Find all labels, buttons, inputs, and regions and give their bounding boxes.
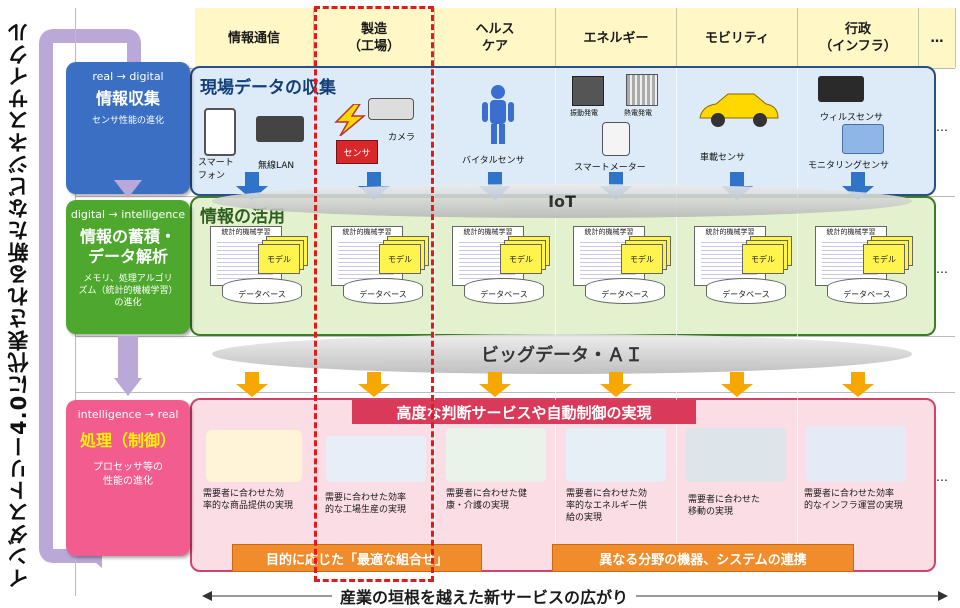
down-arrow — [842, 172, 874, 200]
sensor-label: バイタルセンサ — [462, 156, 525, 166]
use-band-title: 情報の活用 — [200, 207, 285, 227]
sensor-box: センサ — [336, 140, 378, 164]
model-box: 統計的機械学習 モデル データベース — [331, 226, 429, 308]
commerce-illustration — [206, 430, 302, 482]
sensor-label: ウィルスセンサ — [820, 113, 884, 123]
down-arrow — [600, 372, 632, 397]
virus-sensor-icon — [818, 76, 864, 102]
camera-icon — [368, 98, 414, 120]
traffic-illustration — [686, 428, 786, 482]
service-text: 需要者に合わせた効率 的なインフラ運営の実現 — [804, 489, 903, 511]
iot-ellipse: IoT — [212, 184, 912, 218]
phase-title: 処理（制御） — [79, 431, 176, 450]
service-text: 需要者に合わせた 移動の実現 — [688, 495, 761, 517]
more-ellipsis: … — [936, 470, 948, 484]
down-arrow — [114, 378, 142, 396]
optimal-combination-box: 目的に応じた「最適な組合せ」 — [232, 544, 482, 572]
collect-band-title: 現場データの収集 — [200, 78, 336, 98]
sensor-label: スマート フォン — [198, 158, 234, 181]
vibration-generator-icon — [572, 76, 604, 106]
down-arrow — [479, 372, 511, 397]
phase-desc: センサ性能の進化 — [91, 116, 164, 126]
sensor-label: 無線LAN — [258, 161, 295, 171]
col-header-government: 行政 （インフラ） — [798, 8, 919, 68]
analyze-phase-box: digital → intelligence 情報の蓄積・ データ解析 メモリ、… — [66, 200, 190, 334]
human-body-icon — [482, 85, 514, 144]
phase-label: digital → intelligence — [70, 208, 186, 221]
phase-label: real → digital — [92, 70, 164, 83]
service-text: 需要に合わせた効率 的な工場生産の実現 — [325, 493, 407, 515]
col-header-manufacturing: 製造 （工場） — [314, 8, 435, 68]
smartphone-icon — [204, 108, 236, 156]
model-box: 統計的機械学習 モデル データベース — [573, 226, 671, 308]
sensor-label: モニタリングセンサ — [808, 161, 890, 171]
energy-city-illustration — [566, 428, 666, 482]
col-header-healthcare: ヘルス ケア — [435, 8, 556, 68]
lightning-icon — [334, 104, 367, 136]
down-arrow — [842, 372, 874, 397]
down-arrow — [114, 180, 142, 198]
wireless-lan-icon — [256, 116, 304, 142]
sensor-label: 車載センサ — [700, 153, 746, 163]
realize-banner: 高度な判断サービスや自動制御の実現 — [352, 400, 696, 424]
col-header-energy: エネルギー — [556, 8, 677, 68]
model-box: 統計的機械学習 モデル データベース — [815, 226, 913, 308]
bottom-caption: 産業の垣根を越えた新サービスの広がり — [332, 584, 637, 607]
infrastructure-illustration — [806, 426, 906, 482]
more-ellipsis: … — [936, 262, 948, 276]
bigdata-ellipse: ビッグデータ・ＡＩ — [212, 334, 912, 374]
system-linkage-box: 異なる分野の機器、システムの連携 — [552, 544, 854, 572]
bigdata-label: ビッグデータ・ＡＩ — [481, 345, 643, 366]
model-box: 統計的機械学習 モデル データベース — [452, 226, 550, 308]
col-header-more: … — [919, 8, 956, 68]
car-icon — [699, 93, 779, 127]
sensor-label: 熱電発電 — [624, 109, 652, 117]
sensor-label: 振動発電 — [570, 109, 598, 117]
col-header-mobility: モビリティ — [677, 8, 798, 68]
down-arrow — [358, 372, 390, 397]
monitoring-sensor-icon — [842, 124, 884, 154]
process-phase-box: intelligence → real 処理（制御） プロセッサ等の 性能の進化 — [66, 400, 190, 556]
phase-title: 情報収集 — [95, 89, 160, 108]
sensor-label: スマートメーター — [574, 163, 646, 173]
service-text: 需要者に合わせた効 率的なエネルギー供 給の実現 — [566, 489, 648, 523]
model-box: 統計的機械学習 モデル データベース — [210, 226, 308, 308]
service-text: 需要者に合わせた健 康・介護の実現 — [446, 489, 528, 511]
sensor-label: カメラ — [388, 133, 416, 143]
healthcare-illustration — [446, 428, 546, 482]
model-box: 統計的機械学習 モデル データベース — [694, 226, 792, 308]
down-arrow — [236, 172, 268, 200]
iot-label: IoT — [548, 191, 576, 211]
col-header-ict: 情報通信 — [195, 8, 314, 68]
phase-desc: プロセッサ等の 性能の進化 — [93, 462, 163, 487]
down-arrow — [236, 372, 268, 397]
factory-robot-illustration — [326, 436, 426, 482]
service-text: 需要者に合わせた効 率的な商品提供の実現 — [203, 489, 294, 511]
manufacturing-highlight — [314, 6, 434, 582]
collect-phase-box: real → digital 情報収集 センサ性能の進化 — [66, 62, 190, 194]
thermoelectric-icon — [626, 74, 658, 106]
grid-line — [75, 392, 955, 393]
phase-desc: メモリ、処理アルゴリ ズム（統計的機械学習） の進化 — [78, 274, 178, 308]
phase-label: intelligence → real — [77, 408, 179, 421]
down-arrow — [721, 372, 753, 397]
smart-meter-icon — [602, 122, 630, 156]
more-ellipsis: … — [936, 120, 948, 134]
phase-title: 情報の蓄積・ データ解析 — [79, 227, 176, 266]
